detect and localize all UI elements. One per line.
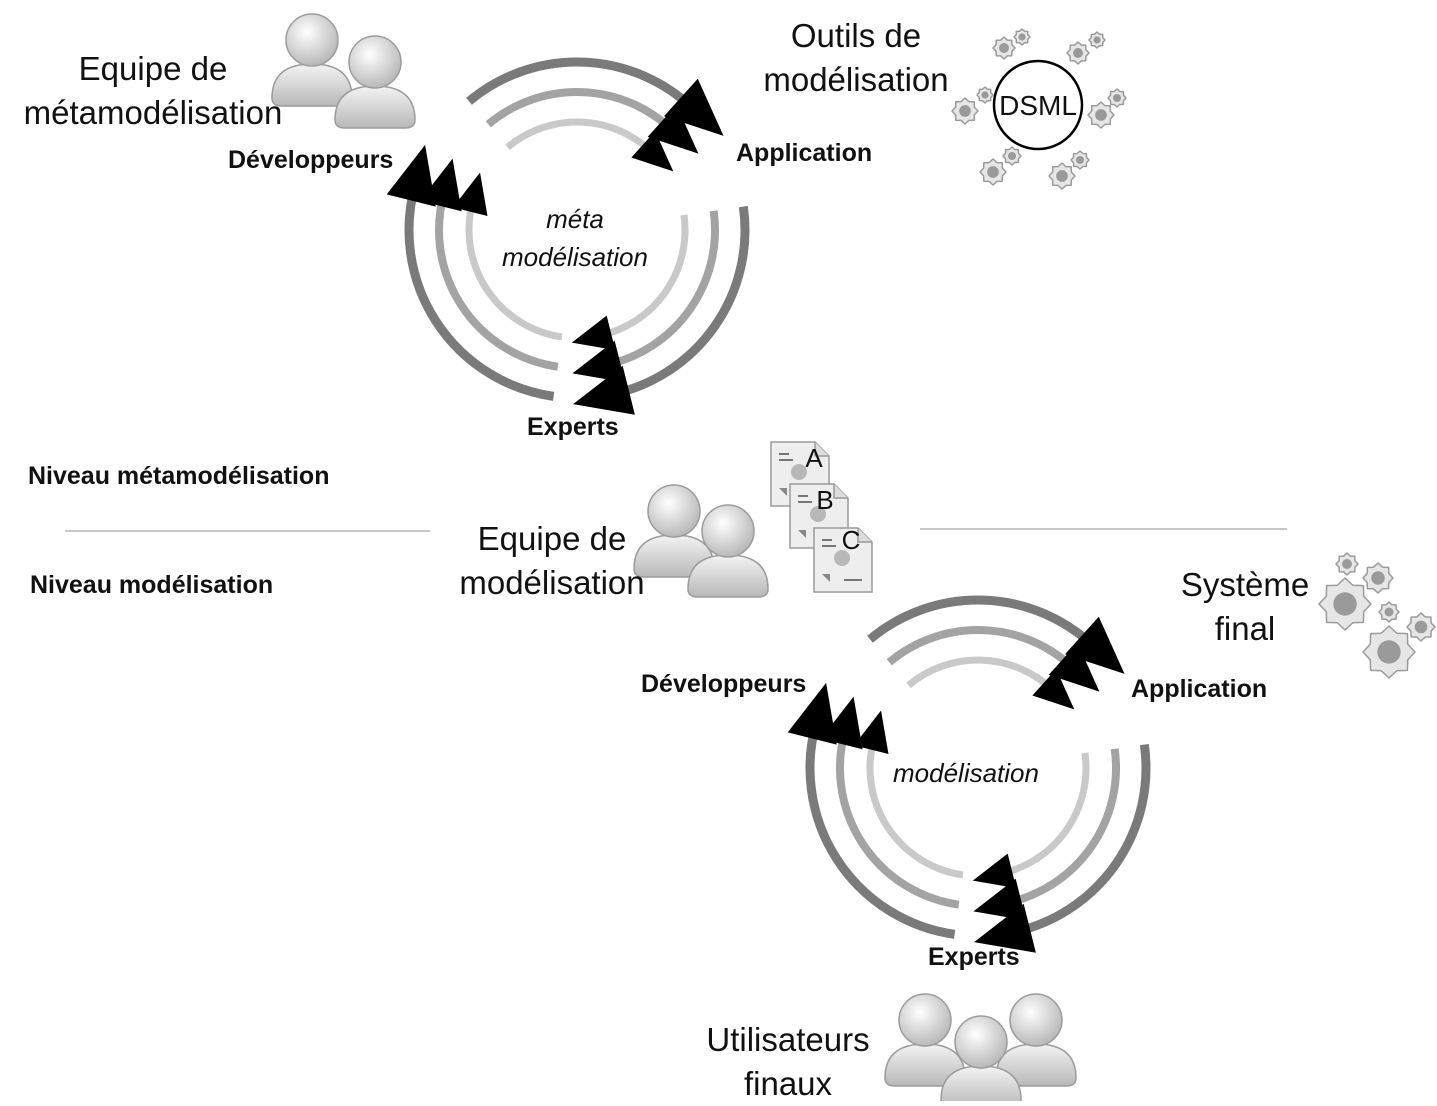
lower-arc-developers-to-application-1 [867,595,1098,651]
lower-arrowhead-application-to-experts-2 [973,878,1027,921]
metamodeling-cycle-line1: méta [546,204,604,234]
upper-developers-label: Développeurs [228,146,394,174]
gear-icon-9 [979,158,1007,186]
doc-letter-a: A [805,443,823,473]
upper-arc-experts-to-developers-1 [404,182,555,401]
lower-developers-label: Développeurs [641,670,807,698]
gear-icon-6 [976,86,994,104]
modeling-cycle-label: modélisation [893,758,1039,788]
upper-arrowhead-developers-to-application-1 [663,78,724,136]
lower-arrowhead-experts-to-developers-3 [854,710,889,755]
gear-icon-17 [1406,612,1436,642]
end-users-icon [884,993,1077,1101]
lower-arc-experts-to-developers-2 [836,728,960,909]
lower-arrowhead-experts-to-developers-1 [787,682,837,745]
lower-arrowhead-developers-to-application-3 [1032,669,1075,710]
gear-icon-18 [1378,601,1400,623]
upper-experts-label: Experts [527,413,619,441]
doc-letter-b: B [816,485,833,515]
gear-icon-2 [1013,28,1031,46]
gear-icon-13 [1318,577,1372,631]
upper-arrowhead-application-to-experts-2 [572,340,626,383]
gear-icon-15 [1335,552,1359,576]
upper-arrowhead-experts-to-developers-2 [419,158,462,212]
metamodeling-cycle-line2: modélisation [502,242,648,272]
gear-icon-11 [1048,162,1076,190]
lower-arrowhead-developers-to-application-1 [1064,616,1125,674]
lower-arc-developers-to-application-2 [886,626,1077,672]
lower-experts-label: Experts [928,943,1020,971]
upper-arrowhead-application-to-experts-3 [571,315,616,351]
metamodeling-team-line1: Equipe de [78,50,228,87]
modeling-tools-label: Outils de modélisation [752,14,960,102]
upper-arc-application-to-experts-3 [598,214,689,340]
lower-application-label: Application [1131,675,1268,703]
doc-letter-c: C [842,525,861,555]
gear-icon-5 [951,97,979,125]
modeling-team-icon [633,484,769,598]
upper-arrowhead-experts-to-developers-1 [386,144,436,207]
lower-arc-application-to-experts-2 [1005,748,1121,907]
upper-arc-developers-to-application-2 [485,88,676,134]
modeling-cycle [787,595,1151,953]
lower-arc-experts-to-developers-1 [805,720,956,939]
upper-arrowhead-experts-to-developers-3 [453,172,488,217]
lower-arc-application-to-experts-3 [999,752,1090,878]
upper-arrowhead-developers-to-application-3 [631,131,674,172]
metamodeling-cycle-label: méta modélisation [480,200,670,276]
lower-arc-developers-to-application-3 [906,656,1056,693]
upper-arc-developers-to-application-1 [466,57,697,113]
lower-arrowhead-experts-to-developers-2 [820,696,863,750]
dsml-circle [992,59,1084,151]
upper-arc-experts-to-developers-2 [435,190,559,371]
level-modeling-label: Niveau modélisation [30,571,274,599]
modeling-team-line1: Equipe de [477,520,627,557]
lower-arrowhead-developers-to-application-2 [1048,642,1100,692]
modeling-team-line2: modélisation [459,564,645,601]
upper-arrowhead-developers-to-application-2 [647,104,699,154]
lower-arc-application-to-experts-1 [1011,743,1151,937]
end-users-line2: finaux [743,1065,833,1102]
gear-icon-3 [1066,41,1090,65]
end-users-label: Utilisateurs finaux [696,1018,880,1106]
upper-arc-application-to-experts-1 [610,205,750,399]
final-system-label: Système final [1170,563,1320,651]
gear-icon-4 [1088,31,1106,49]
gear-icon-8 [1107,88,1127,108]
upper-arc-application-to-experts-2 [604,210,719,369]
gear-icon-12 [1070,150,1090,170]
gear-icon-1 [992,36,1016,60]
metamodeling-team-label: Equipe de métamodélisation [8,47,298,135]
dsml-label: DSML [999,90,1077,121]
gear-icon-10 [1002,146,1022,166]
metamodeling-cycle [386,57,750,415]
gears-group [951,28,1436,679]
end-users-line1: Utilisateurs [706,1021,870,1058]
lower-arc-experts-to-developers-3 [866,737,964,879]
modeling-tools-line2: modélisation [763,61,949,98]
gear-icon-16 [1362,625,1416,679]
lower-arrowhead-application-to-experts-3 [972,853,1017,889]
final-system-line1: Système [1180,566,1310,603]
modeling-team-label: Equipe de modélisation [450,517,654,605]
gear-icon-7 [1087,101,1115,129]
metamodeling-team-line2: métamodélisation [23,94,283,131]
upper-application-label: Application [736,139,873,167]
modeling-tools-line1: Outils de [790,17,922,54]
upper-arc-developers-to-application-3 [505,118,655,155]
upper-arc-experts-to-developers-3 [465,199,563,341]
final-system-line2: final [1214,610,1276,647]
gear-icon-14 [1362,562,1394,594]
level-metamodeling-label: Niveau métamodélisation [28,462,330,490]
